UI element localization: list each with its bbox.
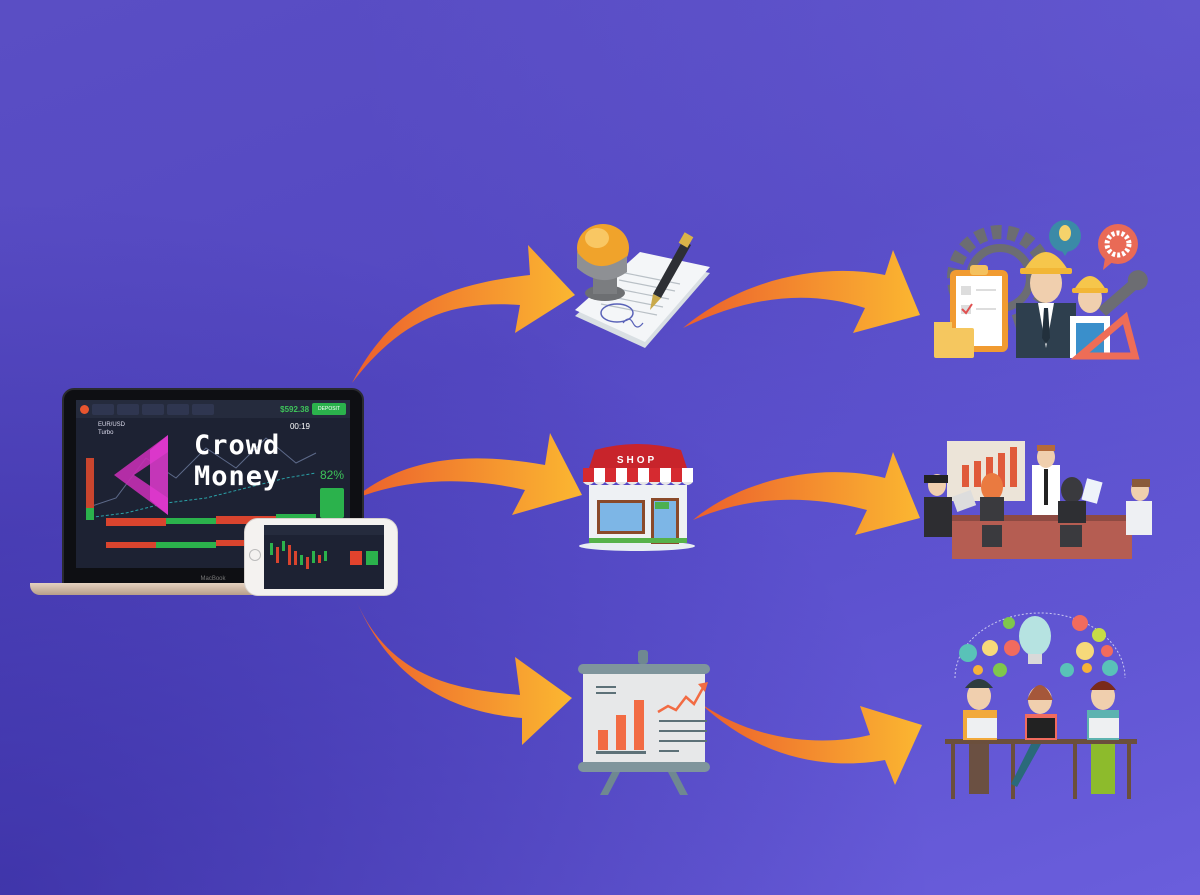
idea-bubbles xyxy=(959,615,1118,677)
platform-topbar: $592.38 DEPOSIT xyxy=(76,400,350,418)
stamp-document-pen-icon xyxy=(575,224,710,348)
arrow-source-to-shop xyxy=(352,433,582,515)
arrow-presentation-to-teamwork xyxy=(700,703,922,785)
presentation-board-icon xyxy=(578,650,710,795)
wrench xyxy=(1098,270,1148,316)
profit-percent: 82% xyxy=(319,468,344,482)
asset-tab xyxy=(92,403,114,415)
phone-call-button xyxy=(366,551,378,565)
asset-tab xyxy=(142,403,164,415)
candlestick-chart xyxy=(270,541,327,569)
phone-topbar xyxy=(264,525,384,535)
phone-home-button xyxy=(249,549,261,561)
brand-line-1: Crowd xyxy=(194,430,281,461)
asset-name: EUR/USD xyxy=(98,422,126,428)
asset-tab xyxy=(192,403,214,415)
pen xyxy=(650,232,694,310)
balance: $592.38 xyxy=(280,404,310,414)
phone-trading-screen xyxy=(264,525,384,589)
phone-put-button xyxy=(350,551,362,565)
asset-tab xyxy=(167,403,189,415)
meeting-icon xyxy=(924,441,1152,559)
mode-name: Turbo xyxy=(98,430,114,436)
open-sign xyxy=(655,502,669,509)
arrow-source-to-contract xyxy=(352,245,575,383)
shop-sign-text: SHOP xyxy=(617,455,657,466)
laptop-brand: MacBook xyxy=(200,576,226,582)
arrow-contract-to-engineering xyxy=(683,250,920,333)
crowd-money-logo-icon xyxy=(114,435,168,515)
call-button xyxy=(320,488,344,518)
awning xyxy=(583,468,693,485)
brand-line-2: Money xyxy=(194,461,281,492)
platform-logo-icon xyxy=(80,404,89,414)
expiry-timer: 00:19 xyxy=(289,422,310,431)
bar-chart xyxy=(598,700,644,750)
shop-icon: SHOP xyxy=(579,444,695,551)
rubber-stamp xyxy=(577,224,629,301)
brand-name: Crowd Money xyxy=(194,430,280,492)
phone-device xyxy=(244,518,398,596)
asset-tab xyxy=(117,403,139,415)
engineers-icon xyxy=(934,220,1148,360)
arrow-shop-to-meeting xyxy=(693,452,920,535)
arrow-source-to-presentation xyxy=(356,600,572,745)
deposit-button: DEPOSIT xyxy=(312,403,346,415)
teamwork-icon xyxy=(945,612,1137,799)
